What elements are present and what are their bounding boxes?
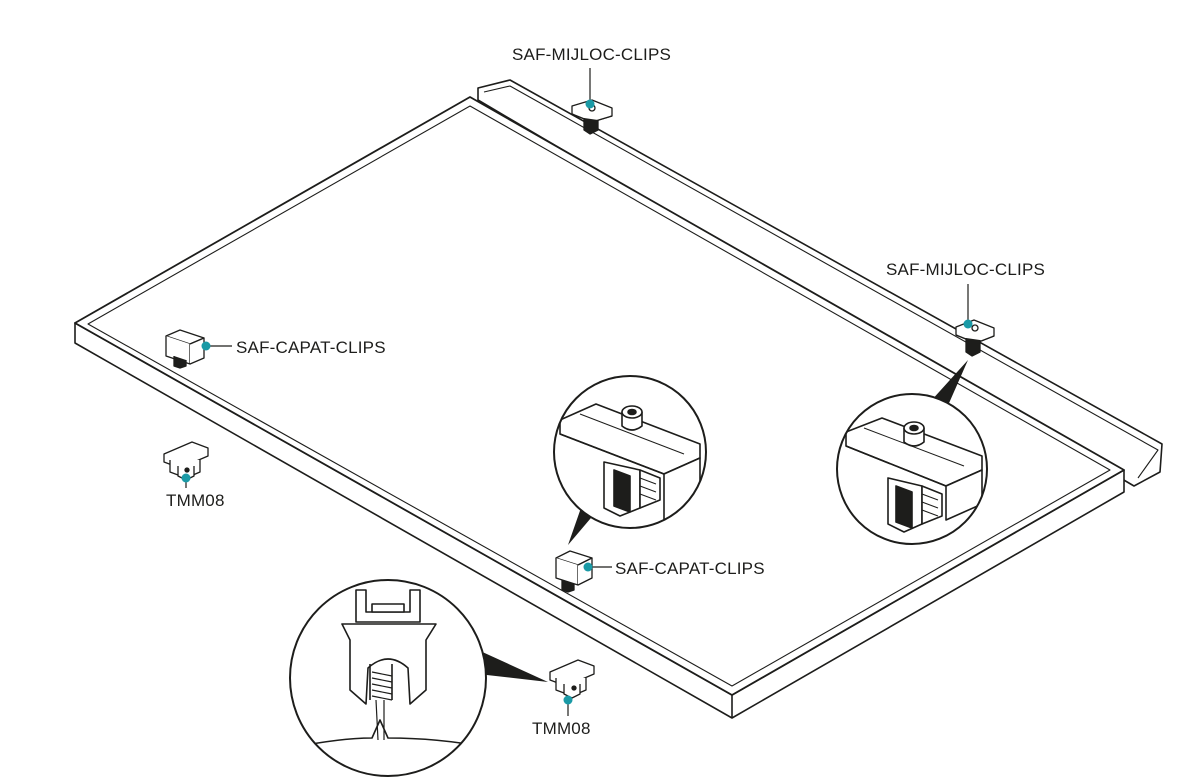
detail-pointer-right bbox=[930, 360, 968, 410]
solar-panel-secondary bbox=[477, 79, 1163, 487]
label-mid-clip-right: SAF-MIJLOC-CLIPS bbox=[886, 260, 1046, 279]
tmm08-bottom-icon bbox=[549, 659, 595, 699]
tmm08-left-icon bbox=[163, 441, 209, 481]
label-tmm08-bottom: TMM08 bbox=[532, 719, 591, 738]
detail-end-clip bbox=[553, 375, 707, 529]
tmm08-bottom-marker bbox=[563, 695, 573, 705]
label-mid-clip-top: SAF-MIJLOC-CLIPS bbox=[512, 45, 672, 64]
detail-mid-clip bbox=[836, 393, 988, 545]
detail-tmm08 bbox=[289, 579, 487, 777]
mid-clip-right-icon bbox=[955, 319, 995, 357]
leader-lines bbox=[185, 68, 969, 716]
label-end-clip-center: SAF-CAPAT-CLIPS bbox=[615, 559, 765, 578]
label-end-clip-left: SAF-CAPAT-CLIPS bbox=[236, 338, 386, 357]
mid-clip-top-marker bbox=[585, 99, 595, 109]
end-clip-left-icon bbox=[165, 329, 205, 369]
end-clip-left-marker bbox=[201, 341, 211, 351]
leader-dots bbox=[181, 99, 973, 705]
tmm08-left-marker bbox=[181, 473, 191, 483]
label-tmm08-left: TMM08 bbox=[166, 491, 225, 510]
detail-pointer-bottom bbox=[478, 650, 548, 682]
end-clip-center-marker bbox=[583, 562, 593, 572]
mid-clip-right-marker bbox=[963, 319, 973, 329]
